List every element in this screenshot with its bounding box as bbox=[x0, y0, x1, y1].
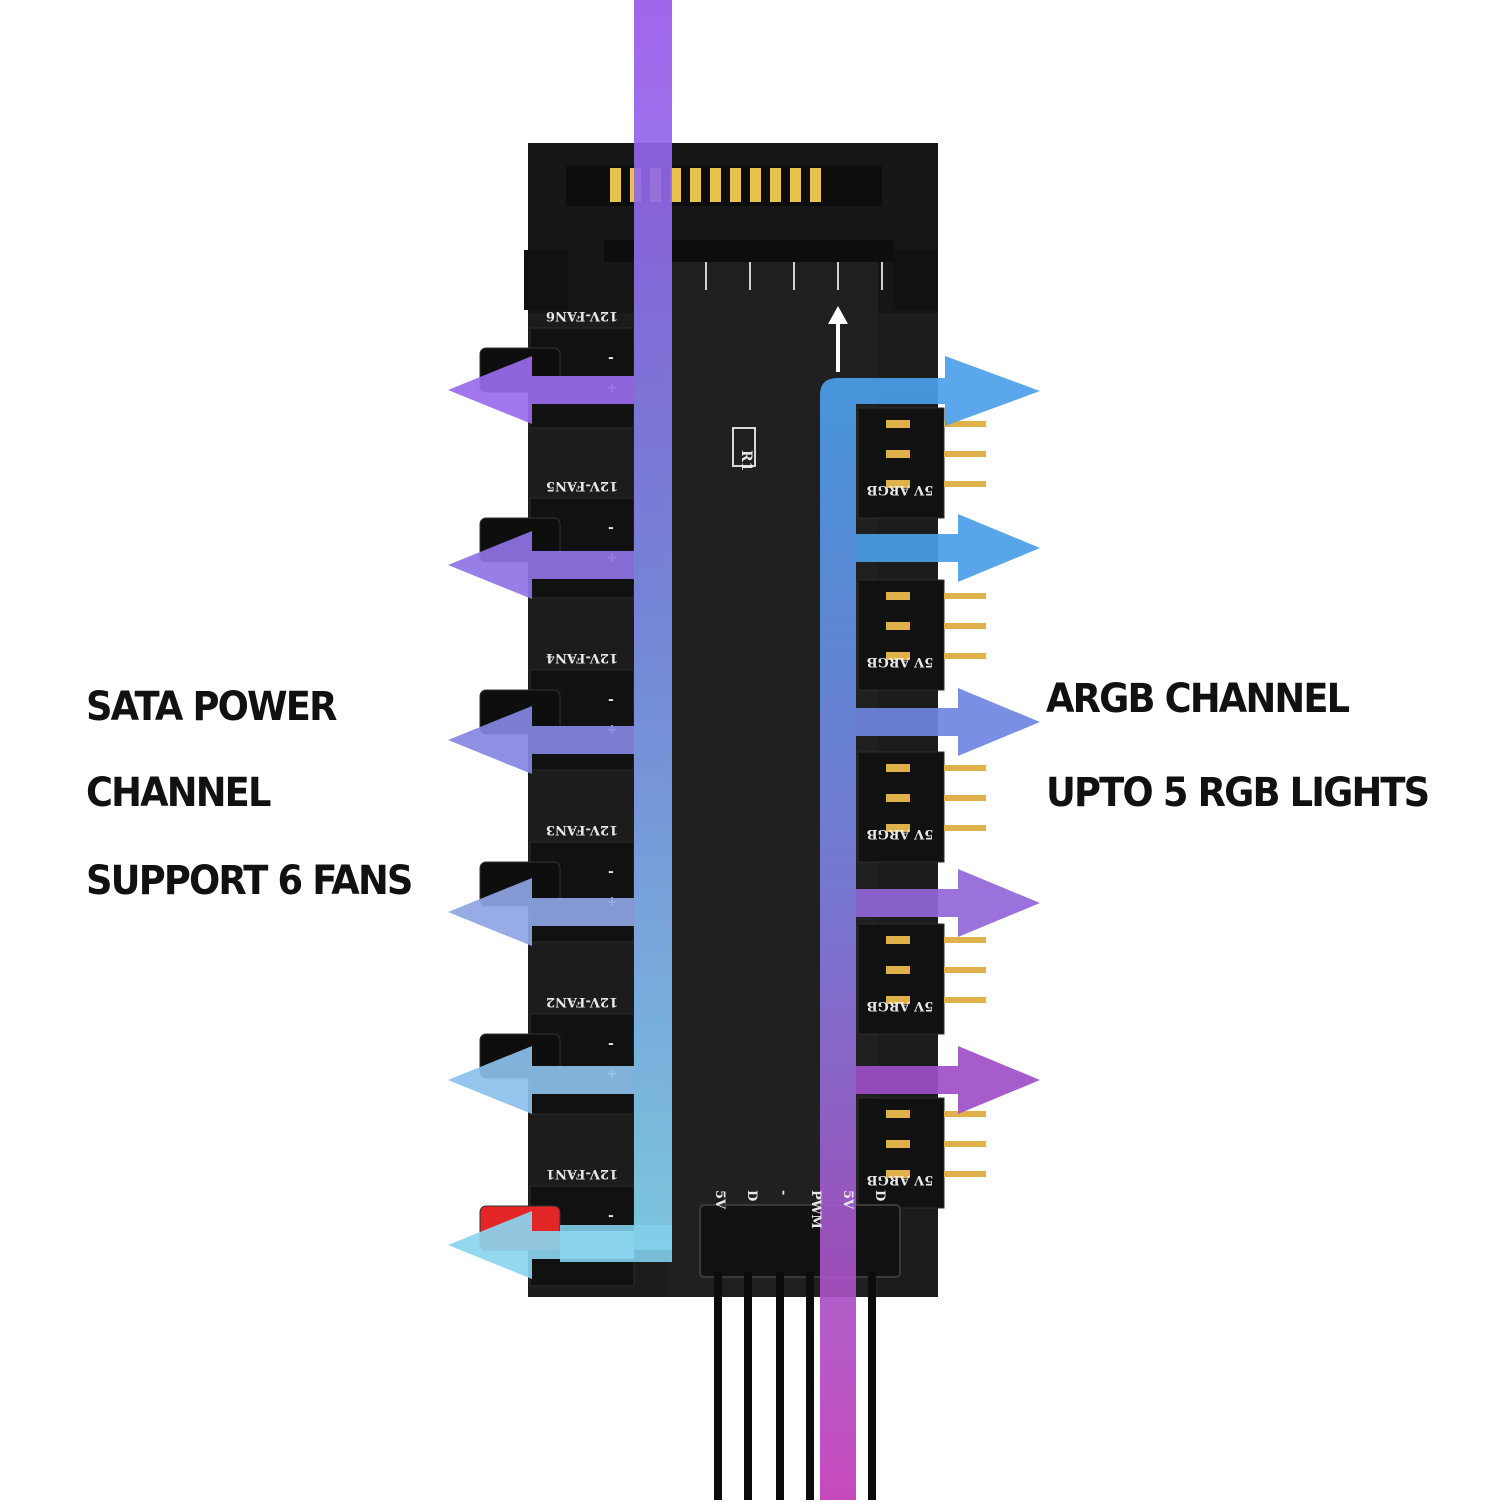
sata-contact bbox=[690, 168, 701, 202]
argb-header-label: 5V ARGB bbox=[867, 482, 934, 497]
left-caption-line-2: CHANNEL bbox=[86, 770, 271, 816]
fan-output-arrow bbox=[448, 706, 634, 774]
right-caption-line-1: ARGB CHANNEL bbox=[1046, 676, 1350, 722]
resistor-label: R1 bbox=[738, 450, 754, 471]
pin-minus-label: - bbox=[608, 864, 614, 880]
argb-header: 5V ARGB bbox=[857, 579, 986, 691]
arrow-up-icon bbox=[828, 306, 848, 372]
fan-header-label: 12V-FAN3 bbox=[546, 822, 618, 837]
input-pin-label: - bbox=[776, 1190, 791, 1195]
fan-header-label: 12V-FAN2 bbox=[546, 994, 618, 1009]
input-pin-label: 5V bbox=[840, 1190, 855, 1210]
left-caption-line-3: SUPPORT 6 FANS bbox=[86, 858, 413, 904]
argb-output-arrow bbox=[856, 514, 1040, 582]
pin-minus-label: - bbox=[608, 350, 614, 366]
argb-header: 5V ARGB bbox=[857, 751, 986, 863]
fan-output-arrow bbox=[448, 878, 634, 946]
fan-arrows bbox=[448, 356, 634, 1279]
sata-contact bbox=[810, 168, 821, 202]
argb-flow bbox=[820, 378, 945, 1500]
argb-headers: 5V ARGB 5V ARGB 5V ARGB 5V ARGB 5V ARGB bbox=[857, 407, 986, 1209]
argb-header: 5V ARGB bbox=[857, 407, 986, 519]
fan-output-arrow bbox=[448, 1211, 634, 1279]
fan-header: 12V-FAN5-+ bbox=[479, 478, 635, 599]
input-pin-label: 5V bbox=[712, 1190, 727, 1210]
sata-contact bbox=[770, 168, 781, 202]
sata-contact bbox=[710, 168, 721, 202]
fan-header-label: 12V-FAN6 bbox=[546, 308, 618, 323]
argb-header-label: 5V ARGB bbox=[867, 826, 934, 841]
fan-output-arrow bbox=[448, 1046, 634, 1114]
sata-contact bbox=[730, 168, 741, 202]
fan-header-label: 12V-FAN1 bbox=[546, 1166, 618, 1181]
argb-output-arrow bbox=[856, 688, 1040, 756]
input-cable bbox=[699, 1204, 901, 1500]
sata-contact bbox=[790, 168, 801, 202]
input-pin-label: PWM bbox=[808, 1190, 823, 1229]
input-pin-label: D bbox=[872, 1190, 887, 1201]
right-caption-line-2: UPTO 5 RGB LIGHTS bbox=[1046, 770, 1430, 816]
argb-arrows bbox=[856, 356, 1040, 1114]
argb-header: 5V ARGB bbox=[857, 923, 986, 1035]
argb-output-arrow bbox=[856, 869, 1040, 937]
fan-output-arrow bbox=[448, 531, 634, 599]
argb-header: 5V ARGB bbox=[857, 1097, 986, 1209]
input-pin-label: D bbox=[744, 1190, 759, 1201]
fan-header-label: 12V-FAN4 bbox=[546, 650, 618, 665]
argb-output-arrow bbox=[945, 356, 1040, 426]
left-caption-line-1: SATA POWER bbox=[86, 684, 337, 730]
pin-minus-label: - bbox=[608, 1208, 614, 1224]
sata-contact bbox=[670, 168, 681, 202]
fan-header-label: 12V-FAN5 bbox=[546, 478, 618, 493]
pin-minus-label: - bbox=[608, 692, 614, 708]
argb-header-label: 5V ARGB bbox=[867, 998, 934, 1013]
argb-header-label: 5V ARGB bbox=[867, 1172, 934, 1187]
argb-header-label: 5V ARGB bbox=[867, 654, 934, 669]
sata-contact bbox=[750, 168, 761, 202]
pin-minus-label: - bbox=[608, 520, 614, 536]
sata-contact bbox=[610, 168, 621, 202]
pin-minus-label: - bbox=[608, 1036, 614, 1052]
fan-output-arrow bbox=[448, 356, 634, 424]
argb-output-arrow bbox=[856, 1046, 1040, 1114]
input-pin-labels: 5V D - PWM 5V D bbox=[712, 1190, 887, 1229]
